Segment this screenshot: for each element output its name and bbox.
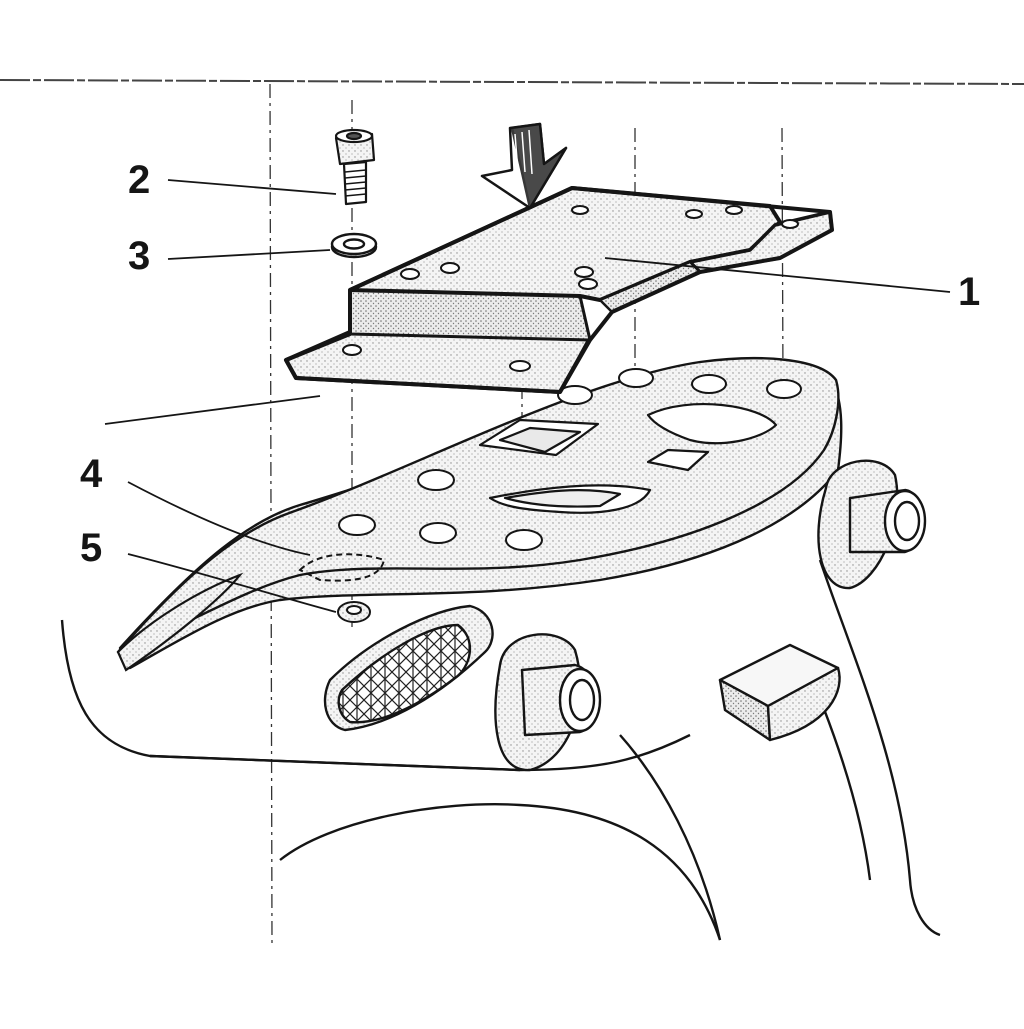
- callout-label-5: 5: [80, 526, 103, 570]
- grab-rail-plate: [116, 356, 843, 670]
- nut: [337, 601, 371, 623]
- washer: [330, 232, 378, 259]
- center-rubber-mount: [494, 633, 602, 772]
- leader-lines: [104, 179, 951, 613]
- bolt: [334, 128, 376, 206]
- mounting-bracket: [284, 186, 834, 394]
- callout-label-3: 3: [128, 234, 151, 278]
- knurled-peg: [323, 604, 494, 732]
- callout-label-4: 4: [80, 452, 103, 496]
- callout-label-2: 2: [128, 158, 151, 202]
- callout-label-1: 1: [958, 270, 981, 314]
- rear-rubber-block: [718, 643, 841, 742]
- down-arrow: [480, 122, 568, 210]
- rail-tail: [116, 572, 244, 672]
- right-rubber-mount: [817, 459, 927, 590]
- scan-edge: [0, 79, 1024, 85]
